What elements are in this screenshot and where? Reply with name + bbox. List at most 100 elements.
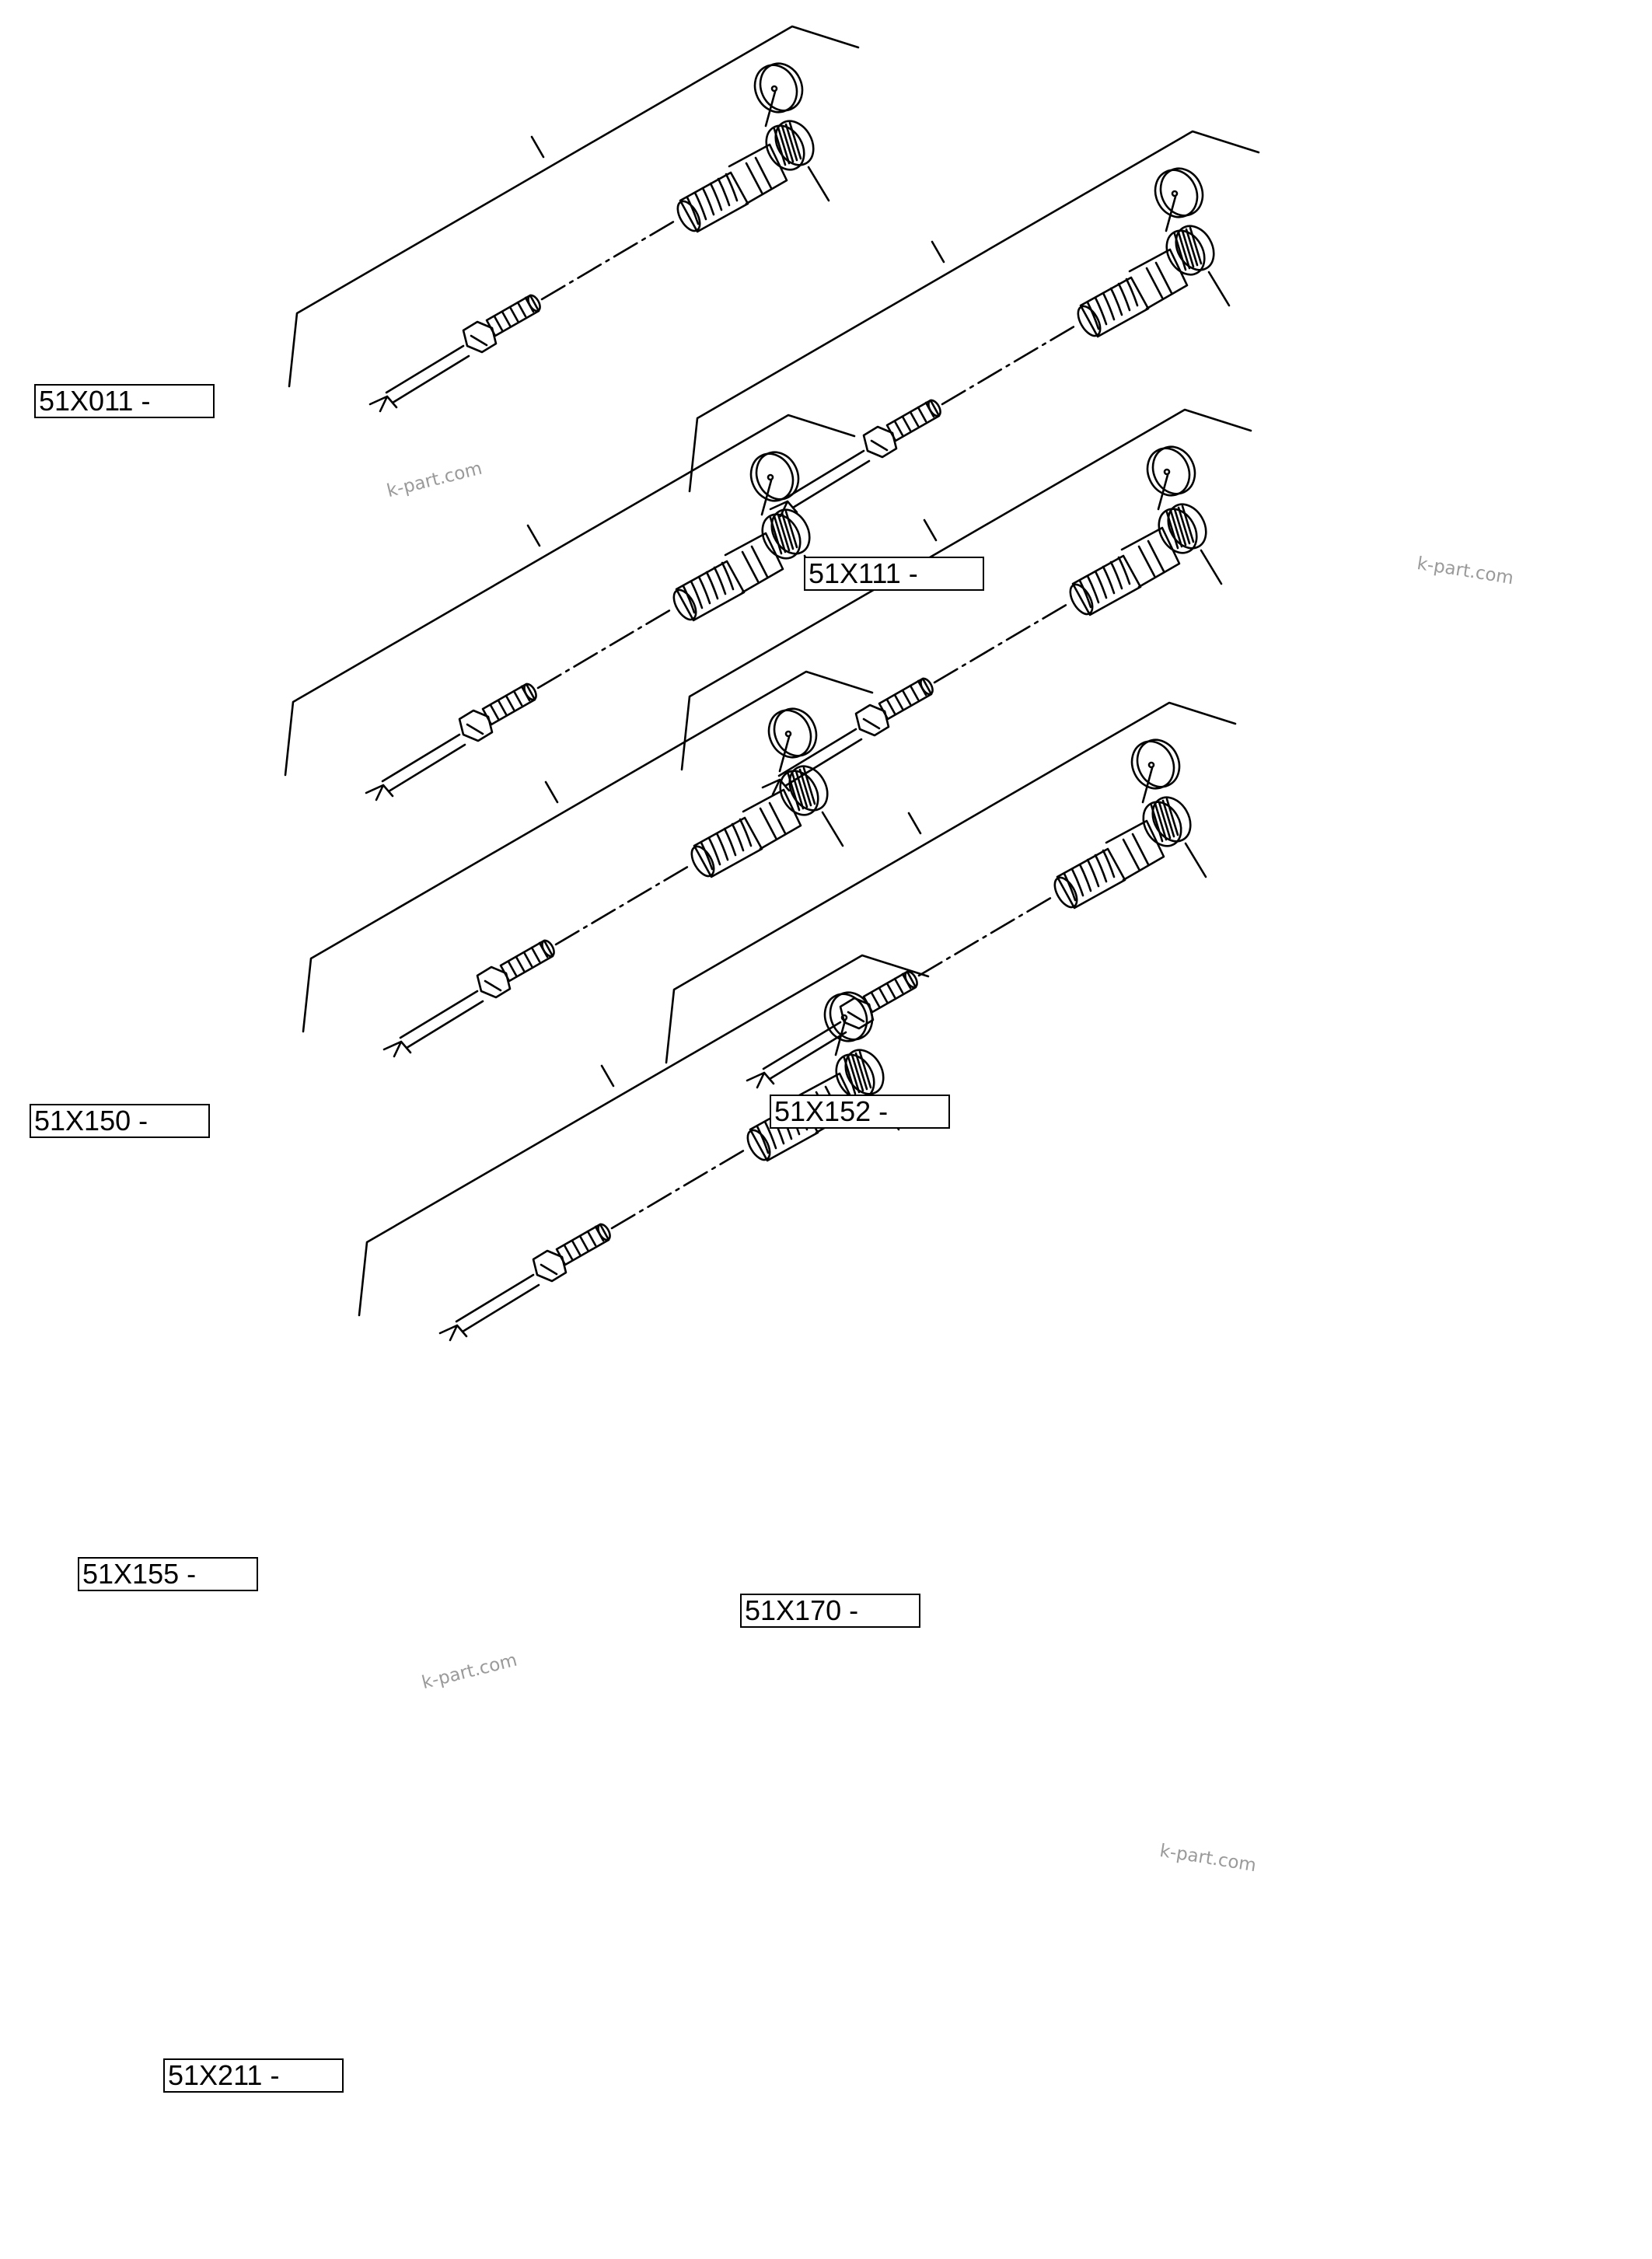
reference-tick xyxy=(530,135,545,159)
thread-line xyxy=(723,827,737,857)
connector-end xyxy=(676,200,701,232)
thread-line xyxy=(739,818,753,847)
hex-nut-icon xyxy=(462,320,498,354)
thread-line xyxy=(578,1234,589,1252)
cable xyxy=(791,459,871,509)
sensor-assembly-51x011 xyxy=(288,25,860,413)
thread-line xyxy=(725,173,739,202)
bracket-line xyxy=(288,25,860,388)
thread-line xyxy=(497,699,508,716)
thread-line xyxy=(586,1230,597,1247)
leader-line xyxy=(778,735,791,773)
sensor-tip xyxy=(597,1223,611,1241)
part-label-51x211[interactable]: 51X211 - xyxy=(163,2058,344,2093)
thread-line xyxy=(516,301,527,318)
center-line xyxy=(610,1147,748,1230)
wire-end-icon xyxy=(438,1324,468,1342)
bracket-line xyxy=(358,954,930,1317)
sensor-tip xyxy=(527,294,541,312)
thread-line xyxy=(756,1125,770,1154)
seal-disc-icon xyxy=(1136,738,1181,788)
connector-end xyxy=(672,588,697,621)
center-line xyxy=(536,607,674,690)
thread-line xyxy=(713,566,727,595)
wire-end-icon xyxy=(365,784,394,801)
leader-line xyxy=(760,479,773,516)
center-line xyxy=(540,218,678,301)
knurled-cap-icon xyxy=(1142,801,1182,847)
thread-line xyxy=(917,406,927,423)
sensor-tip xyxy=(541,939,555,958)
center-line xyxy=(941,323,1078,406)
thread-line xyxy=(893,693,904,711)
center-line xyxy=(917,895,1055,977)
connector-end xyxy=(1069,583,1094,616)
thread-line xyxy=(731,822,745,852)
thread-line xyxy=(901,415,912,432)
part-label-51x150[interactable]: 51X150 - xyxy=(30,1104,210,1138)
thread-line xyxy=(505,694,515,711)
thread-line xyxy=(705,571,719,600)
cable xyxy=(405,1000,484,1049)
leader-line xyxy=(821,811,844,847)
thread-line xyxy=(1094,854,1108,883)
connector-end xyxy=(1077,305,1102,337)
thread-line xyxy=(1102,292,1116,321)
thread-line xyxy=(870,991,881,1008)
cable xyxy=(762,1021,842,1070)
thread-line xyxy=(885,698,896,715)
leader-line xyxy=(1207,271,1231,307)
thread-line xyxy=(682,585,696,614)
thread-line xyxy=(1102,565,1116,595)
bracket-line xyxy=(680,408,1252,771)
seal-disc-icon xyxy=(755,451,800,501)
wire-end-icon xyxy=(382,1040,412,1058)
thread-line xyxy=(893,420,904,437)
part-label-51x170[interactable]: 51X170 - xyxy=(740,1594,920,1628)
leader-line xyxy=(1157,473,1169,511)
seal-disc-icon xyxy=(1159,167,1204,217)
thread-line xyxy=(1078,863,1092,892)
thread-line xyxy=(763,1120,777,1150)
seal-disc-icon xyxy=(829,991,874,1041)
reference-tick xyxy=(526,524,541,547)
hex-nut-icon xyxy=(458,709,494,742)
part-label-51x011[interactable]: 51X011 - xyxy=(34,384,215,418)
thread-line xyxy=(700,841,714,871)
connector-end xyxy=(1053,876,1078,909)
cable xyxy=(385,344,465,394)
leader-line xyxy=(1200,549,1223,585)
thread-line xyxy=(1125,278,1139,307)
sensor-assembly-51x111 xyxy=(688,130,1260,518)
thread-line xyxy=(1117,556,1131,585)
thread-line xyxy=(1078,579,1092,609)
thread-line xyxy=(1070,868,1084,897)
leader-line xyxy=(807,166,830,202)
thread-line xyxy=(489,704,500,721)
thread-line xyxy=(1117,282,1131,312)
center-line xyxy=(554,864,692,946)
cable xyxy=(399,990,479,1039)
connector-end xyxy=(746,1129,771,1161)
thread-line xyxy=(709,182,723,211)
knurled-cap-icon xyxy=(1165,229,1206,276)
thread-line xyxy=(563,1244,574,1261)
thread-line xyxy=(690,580,704,609)
knurled-cap-icon xyxy=(761,513,802,560)
knurled-cap-icon xyxy=(779,770,819,816)
wire-end-icon xyxy=(769,500,798,518)
connector-body xyxy=(728,143,788,205)
reference-tick xyxy=(931,240,945,264)
part-label-51x155[interactable]: 51X155 - xyxy=(78,1557,258,1591)
sensor-tip xyxy=(523,683,537,701)
thread-line xyxy=(1109,287,1123,316)
thread-line xyxy=(885,982,896,999)
connector-body xyxy=(1128,248,1189,310)
thread-line xyxy=(893,977,904,994)
bracket-line xyxy=(688,130,1260,493)
part-label-51x152[interactable]: 51X152 - xyxy=(770,1095,950,1129)
part-label-51x111[interactable]: 51X111 - xyxy=(804,557,984,591)
reference-tick xyxy=(544,780,559,804)
sensor-assembly-51x150 xyxy=(284,414,856,801)
